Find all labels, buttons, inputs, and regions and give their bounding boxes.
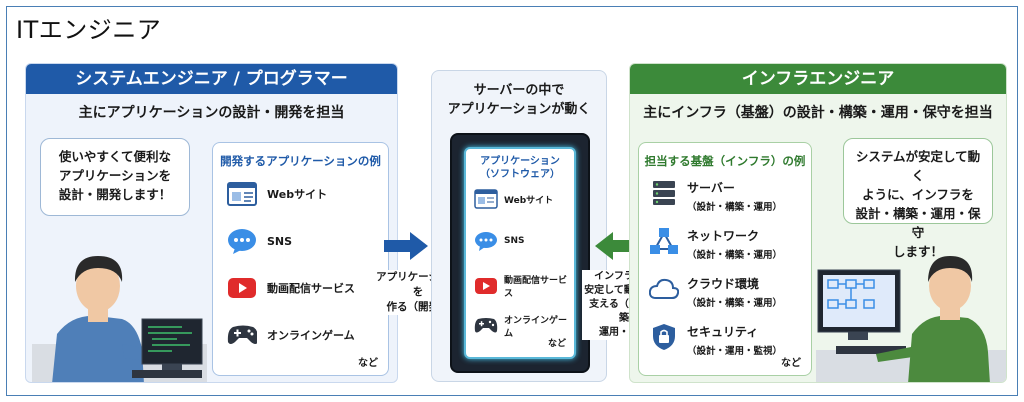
server-item-label: 動画配信サービス [504,276,568,299]
arrow-left-icon [595,232,639,260]
infra-item-network: ネットワーク （設計・構築・運用） [649,227,782,261]
panel-subtitle: 主にアプリケーションの設計・開発を担当 [78,105,345,121]
example-sns: SNS [227,228,292,254]
server-item-sns: SNS [474,231,525,251]
app-examples-box: 開発するアプリケーションの例 Webサイト SNS 動画配信サービス オンライン… [212,142,389,376]
panel-server: サーバーの中で アプリケーションが動く アプリケーション （ソフトウェア） We… [431,70,607,382]
bubble-line: 設計・構築・運用・保守 [855,206,981,240]
website-icon [227,181,257,207]
gamepad-icon [227,322,257,348]
example-label: Webサイト [267,188,328,201]
cloud-icon [649,275,679,303]
server-item-label: Webサイト [504,195,554,206]
bubble-line: します！ [892,244,943,259]
example-label: オンラインゲーム [267,329,355,342]
video-play-icon [474,276,498,296]
app-screen: アプリケーション （ソフトウェア） Webサイト SNS 動画配信サービス [464,147,576,359]
infra-item-sub: （設計・運用・監視） [687,346,783,357]
panel-header: インフラエンジニア [630,64,1006,94]
server-item-label: SNS [504,236,525,246]
example-label: SNS [267,234,293,248]
speech-bubble: システムが安定して動く ように、インフラを 設計・構築・運用・保守 します！ [843,138,993,259]
server-item-video: 動画配信サービス [474,273,574,299]
bubble-line: 使いやすくて便利な [58,149,172,164]
page-title: ITエンジニア [16,16,162,44]
lock-icon [649,323,679,351]
panel-subtitle: 主にインフラ（基盤）の設計・構築・運用・保守を担当 [643,105,993,121]
website-icon [474,189,498,209]
server-title: サーバーの中で アプリケーションが動く [432,81,606,119]
arrow-right-icon [384,232,428,260]
server-title-line: サーバーの中で [473,83,565,98]
server-item-label: オンラインゲーム [504,316,568,339]
infra-item-sub: （設計・構築・運用） [687,298,783,309]
chat-bubble-icon [227,228,257,254]
network-icon [649,227,679,255]
speech-bubble: 使いやすくて便利な アプリケーションを 設計・開発します！ [40,138,190,216]
infra-item-cloud: クラウド環境 （設計・構築・運用） [649,275,782,309]
infra-item-sub: （設計・構築・運用） [687,202,783,213]
infra-engineer-illustration [816,256,1006,382]
examples-title: 担当する基盤（インフラ）の例 [644,154,806,168]
arrow-label-line: インフラを整え [582,270,676,284]
server-illustration: アプリケーション （ソフトウェア） Webサイト SNS 動画配信サービス [450,133,590,373]
app-screen-title: アプリケーション （ソフトウェア） [466,155,574,181]
chat-bubble-icon [474,231,498,251]
infra-item-name: サーバー [687,181,735,195]
panel-infra-engineer: インフラエンジニア 主にインフラ（基盤）の設計・構築・運用・保守を担当 担当する… [629,63,1007,383]
infra-item-server: サーバー （設計・構築・運用） [649,179,782,213]
etc-label: など [358,358,378,369]
etc-label: など [547,339,566,349]
app-screen-title-line: （ソフトウェア） [480,169,560,180]
infra-item-sub: （設計・構築・運用） [687,250,783,261]
programmer-illustration [32,256,207,382]
app-screen-title-line: アプリケーション [480,156,560,167]
bubble-line: アプリケーションを [58,168,172,183]
bubble-line: システムが安定して動く [855,149,981,183]
examples-title: 開発するアプリケーションの例 [220,154,381,168]
infra-examples-box: 担当する基盤（インフラ）の例 サーバー （設計・構築・運用） ネットワーク （設… [638,142,812,376]
server-item-website: Webサイト [474,189,553,209]
panel-system-engineer: システムエンジニア / プログラマー 主にアプリケーションの設計・開発を担当 使… [25,63,398,383]
panel-header: システムエンジニア / プログラマー [26,64,397,94]
gamepad-icon [474,316,498,336]
example-label: 動画配信サービス [267,282,355,295]
server-title-line: アプリケーションが動く [447,102,591,117]
etc-label: など [781,358,801,369]
infra-item-name: セキュリティ [687,325,759,339]
video-play-icon [227,275,257,301]
bubble-line: ように、インフラを [862,187,974,202]
example-website: Webサイト [227,181,327,207]
server-item-game: オンラインゲーム [474,313,574,339]
bubble-line: 設計・開発します！ [58,187,172,202]
example-video: 動画配信サービス [227,275,355,301]
server-icon [649,179,679,207]
infra-item-name: ネットワーク [687,229,760,243]
infra-item-security: セキュリティ （設計・運用・監視） [649,323,782,357]
example-game: オンラインゲーム [227,322,355,348]
infra-item-name: クラウド環境 [687,277,760,291]
